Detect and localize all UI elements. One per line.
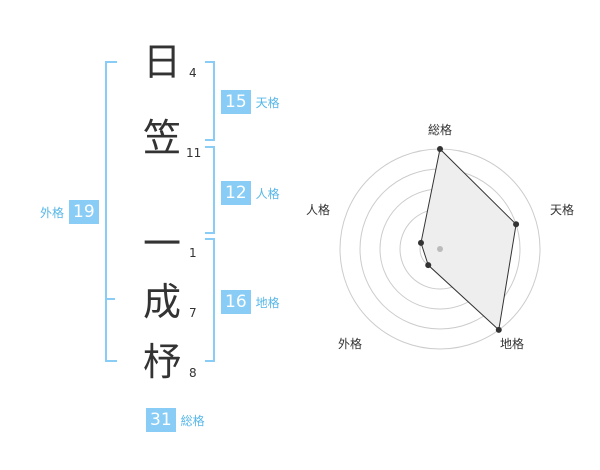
radar-polygon: [420, 147, 517, 331]
name-char-3: 一: [142, 222, 181, 266]
stroke-count-1: 4: [189, 66, 197, 80]
radar-point-4: [425, 262, 432, 269]
tenkaku-badge: 15 天格: [221, 90, 280, 114]
jinkaku-value: 12: [221, 181, 251, 205]
radar-axis-label-1: 総格: [428, 123, 453, 137]
name-char-1: 日: [142, 40, 181, 84]
radar-axis-label-3: 地格: [500, 337, 525, 351]
tenkaku-bracket: [205, 61, 215, 141]
chikaku-value: 16: [221, 290, 251, 314]
name-char-4: 成: [142, 280, 181, 324]
radar-point-1: [437, 146, 443, 152]
tenkaku-value: 15: [221, 90, 251, 114]
jinkaku-badge: 12 人格: [221, 181, 280, 205]
gaikaku-value: 19: [69, 200, 99, 224]
stroke-count-4: 7: [189, 306, 197, 320]
stroke-count-2: 11: [186, 146, 202, 160]
name-char-5: 杼: [142, 340, 181, 384]
jinkaku-label: 人格: [255, 186, 280, 201]
soukaku-value: 31: [146, 408, 176, 432]
gaikaku-bracket: [105, 61, 117, 362]
soukaku-badge: 31 総格: [146, 408, 205, 432]
stroke-count-3: 1: [189, 246, 197, 260]
gaikaku-badge: 19 外格: [40, 200, 99, 224]
radar-point-2: [513, 221, 520, 228]
radar-center-dot: [437, 246, 443, 252]
stroke-count-5: 8: [189, 366, 197, 380]
radar-axis-label-4: 外格: [338, 337, 363, 351]
gaikaku-label: 外格: [40, 205, 65, 220]
radar-axis-label-2: 天格: [550, 203, 575, 217]
tenkaku-label: 天格: [255, 95, 280, 110]
radar-point-3: [495, 326, 502, 333]
name-char-2: 笠: [142, 116, 181, 160]
radar-point-5: [417, 239, 424, 246]
chikaku-label: 地格: [255, 295, 280, 310]
chikaku-badge: 16 地格: [221, 290, 280, 314]
gaikaku-bracket-mid: [105, 298, 115, 300]
jinkaku-bracket: [205, 146, 215, 234]
soukaku-label: 総格: [180, 413, 205, 428]
chikaku-bracket: [205, 238, 215, 362]
radar-axis-label-5: 人格: [306, 203, 331, 217]
